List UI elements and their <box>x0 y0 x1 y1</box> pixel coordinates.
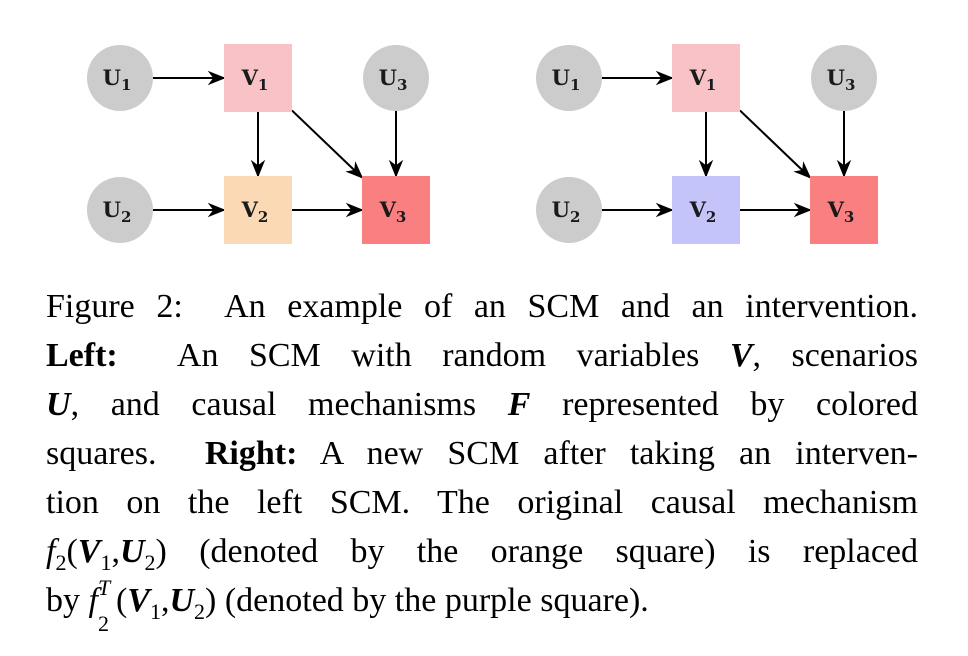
left-text-4: represented by colored <box>562 386 918 423</box>
left-text-5: squares. <box>46 435 157 472</box>
right-text-2: tion on the left SCM. The original causa… <box>46 484 918 521</box>
node-v2: V2 <box>672 176 740 244</box>
node-label: U1 <box>552 65 581 94</box>
node-v2: V2 <box>224 176 292 244</box>
edge-v1-v3 <box>291 109 364 179</box>
right-label: Right: <box>204 435 298 472</box>
caption-line-4: squares. Right: A new SCM after taking a… <box>46 429 918 478</box>
scenario-circle <box>536 177 602 243</box>
caption-line-3: U, and causal mechanisms F represented b… <box>46 380 918 429</box>
node-label: U2 <box>103 197 132 226</box>
mechanism-square <box>362 176 430 244</box>
symbol-f: F <box>507 386 531 423</box>
figure-caption: Figure 2: An example of an SCM and an in… <box>46 282 918 636</box>
node-label: V2 <box>241 197 269 226</box>
node-label: V1 <box>689 65 717 94</box>
node-label: V2 <box>689 197 717 226</box>
node-v1: V1 <box>224 44 292 112</box>
node-label: U3 <box>827 65 856 94</box>
node-u2: U2 <box>536 177 602 243</box>
by-text: by <box>46 582 80 619</box>
left-label: Left: <box>46 337 118 374</box>
node-v3: V3 <box>362 176 430 244</box>
node-u3: U3 <box>811 45 877 111</box>
node-label: U2 <box>552 197 581 226</box>
node-u1: U1 <box>536 45 602 111</box>
node-u2: U2 <box>87 177 153 243</box>
node-u3: U3 <box>363 45 429 111</box>
scenario-circle <box>363 45 429 111</box>
node-label: U1 <box>103 65 132 94</box>
formula-original: f2(V1,U2) <box>46 533 167 575</box>
node-label: U3 <box>379 65 408 94</box>
node-u1: U1 <box>87 45 153 111</box>
mechanism-square <box>672 44 740 112</box>
node-v1: V1 <box>672 44 740 112</box>
caption-line-6: f2(V1,U2) (denoted by the orange square)… <box>46 527 918 576</box>
node-label: V3 <box>379 197 407 226</box>
left-text-3: , and causal mechanisms <box>70 386 477 423</box>
node-label: V1 <box>241 65 269 94</box>
caption-intro: An example of an SCM and an intervention… <box>224 288 919 325</box>
left-text-1: An SCM with random variables <box>176 337 700 374</box>
caption-line-2: Left: An SCM with random variables V, sc… <box>46 331 918 380</box>
mechanism-square <box>672 176 740 244</box>
mechanism-square <box>224 44 292 112</box>
scenario-circle <box>536 45 602 111</box>
scenario-circle <box>87 45 153 111</box>
node-label: V3 <box>827 197 855 226</box>
right-text-1: A new SCM after taking an interven- <box>319 435 919 472</box>
symbol-u: U <box>46 386 71 423</box>
caption-line-1: Figure 2: An example of an SCM and an in… <box>46 282 918 331</box>
left-text-2: , scenarios <box>752 337 919 374</box>
scenario-circle <box>87 177 153 243</box>
right-text-3: (denoted by the orange square) is replac… <box>199 533 919 570</box>
node-v3: V3 <box>810 176 878 244</box>
right-text-4: (denoted by the purple square). <box>224 582 649 619</box>
mechanism-square <box>810 176 878 244</box>
figure-label: Figure 2: <box>46 288 183 325</box>
edge-v1-v3 <box>739 109 812 179</box>
symbol-v: V <box>729 337 753 374</box>
scenario-circle <box>811 45 877 111</box>
caption-line-5: tion on the left SCM. The original causa… <box>46 478 918 527</box>
mechanism-square <box>224 176 292 244</box>
